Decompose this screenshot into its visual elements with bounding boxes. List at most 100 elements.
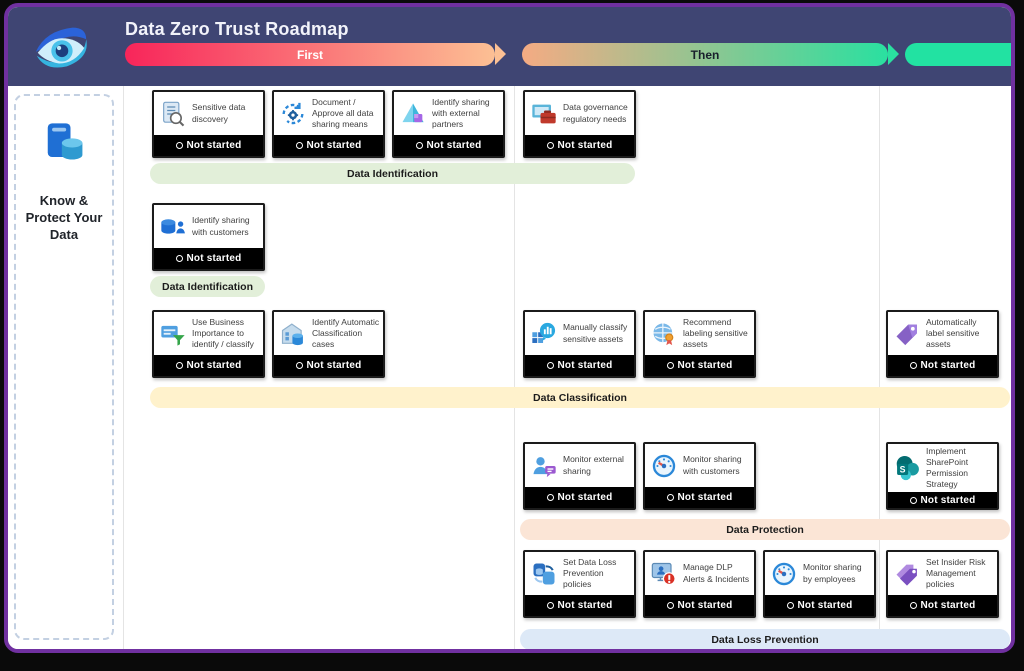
status-bar: Not started <box>274 135 383 156</box>
status-label: Not started <box>557 492 613 503</box>
band-data-classification: Data Classification <box>150 387 1010 408</box>
swimlane-label: Know & Protect Your Data <box>25 193 103 242</box>
purple-tag-icon <box>893 320 921 348</box>
phase-arrow-then: Then <box>522 43 899 66</box>
status-bar: Not started <box>645 595 754 616</box>
swimlane-know-protect-your-data: Know & Protect Your Data <box>14 94 114 640</box>
documents-sync-icon <box>530 560 558 588</box>
task-title: Automatically label sensitive assets <box>926 316 980 350</box>
status-bar: Not started <box>525 355 634 376</box>
status-bar: Not started <box>154 248 263 269</box>
status-label: Not started <box>557 140 613 151</box>
band-label: Data Classification <box>533 391 627 404</box>
status-bar: Not started <box>525 135 634 156</box>
task-title: Manually classify sensitive assets <box>563 322 628 344</box>
card-monitor-sharing-customers[interactable]: Monitor sharing with customers Not start… <box>643 442 756 510</box>
status-label: Not started <box>677 600 733 611</box>
card-document-approve-sharing[interactable]: Document / Approve all data sharing mean… <box>272 90 385 158</box>
column-divider <box>123 86 124 649</box>
not-started-icon <box>546 494 554 501</box>
grid-chart-bubble-icon <box>530 320 558 348</box>
status-bar: Not started <box>645 487 754 508</box>
eye-logo <box>35 27 87 68</box>
task-title: Recommend labeling sensitive assets <box>683 316 748 350</box>
person-chat-icon <box>530 452 558 480</box>
card-sensitive-data-discovery[interactable]: Sensitive data discovery Not started <box>152 90 265 158</box>
task-title: Implement SharePoint Permission Strategy <box>926 446 969 490</box>
card-data-governance-needs[interactable]: Data governance regulatory needs Not sta… <box>523 90 636 158</box>
not-started-icon <box>546 602 554 609</box>
status-label: Not started <box>306 140 362 151</box>
card-manage-dlp-alerts[interactable]: Manage DLP Alerts & Incidents Not starte… <box>643 550 756 618</box>
not-started-icon <box>175 255 183 262</box>
not-started-icon <box>546 362 554 369</box>
band-label: Data Protection <box>726 523 804 536</box>
not-started-icon <box>909 602 917 609</box>
status-bar: Not started <box>645 355 754 376</box>
status-label: Not started <box>920 494 976 506</box>
task-title: Sensitive data discovery <box>192 102 246 124</box>
band-data-loss-prevention: Data Loss Prevention <box>520 629 1010 649</box>
not-started-icon <box>666 362 674 369</box>
card-sharepoint-permission-strategy[interactable]: S Implement SharePoint Permission Strate… <box>886 442 999 510</box>
header: Data Zero Trust Roadmap First Then <box>8 7 1011 86</box>
status-bar: Not started <box>154 355 263 376</box>
task-title: Identify sharing with external partners <box>432 96 490 130</box>
sync-gear-icon <box>279 100 307 128</box>
status-label: Not started <box>677 492 733 503</box>
status-bar: Not started <box>394 135 503 156</box>
not-started-icon <box>786 602 794 609</box>
roadmap-canvas: Know & Protect Your Data Sensitive data … <box>8 86 1011 649</box>
card-monitor-external-sharing[interactable]: Monitor external sharing Not started <box>523 442 636 510</box>
status-label: Not started <box>920 360 976 371</box>
monitor-briefcase-icon <box>530 100 558 128</box>
arrow-tip <box>495 43 506 65</box>
band-data-protection: Data Protection <box>520 519 1010 540</box>
status-bar: Not started <box>765 595 874 616</box>
status-bar: Not started <box>888 355 997 376</box>
status-bar: Not started <box>888 595 997 616</box>
not-started-icon <box>295 362 303 369</box>
gauge-icon <box>650 452 678 480</box>
not-started-icon <box>175 362 183 369</box>
phase-label: First <box>296 47 323 62</box>
pyramid-cube-icon <box>399 100 427 128</box>
card-recommend-labeling[interactable]: Recommend labeling sensitive assets Not … <box>643 310 756 378</box>
sharepoint-icon: S <box>893 454 921 482</box>
card-identify-sharing-customers[interactable]: Identify sharing with customers Not star… <box>152 203 265 271</box>
column-divider <box>514 86 515 649</box>
card-monitor-sharing-employees[interactable]: Monitor sharing by employees Not started <box>763 550 876 618</box>
card-insider-risk-policies[interactable]: Set Insider Risk Management policies Not… <box>886 550 999 618</box>
task-title: Manage DLP Alerts & Incidents <box>683 562 750 584</box>
device-database-icon <box>47 123 83 160</box>
not-started-icon <box>175 142 183 149</box>
task-title: Monitor sharing with customers <box>683 454 742 476</box>
double-tag-icon <box>893 560 921 588</box>
card-business-importance-classify[interactable]: Use Business Importance to identify / cl… <box>152 310 265 378</box>
globe-ribbon-icon <box>650 320 678 348</box>
card-identify-external-partners[interactable]: Identify sharing with external partners … <box>392 90 505 158</box>
card-set-dlp-policies[interactable]: Set Data Loss Prevention policies Not st… <box>523 550 636 618</box>
not-started-icon <box>909 496 917 504</box>
task-title: Identify Automatic Classification cases <box>312 316 380 350</box>
task-title: Set Insider Risk Management policies <box>926 556 986 590</box>
monitor-alert-icon <box>650 560 678 588</box>
phase-label: Then <box>690 47 720 62</box>
arrow-tip <box>888 43 899 65</box>
status-label: Not started <box>426 140 482 151</box>
status-label: Not started <box>306 360 362 371</box>
database-person-icon <box>159 213 187 241</box>
page-title: Data Zero Trust Roadmap <box>125 19 349 39</box>
gauge-icon <box>770 560 798 588</box>
task-title: Identify sharing with customers <box>192 215 250 237</box>
phase-arrow-first: First <box>125 43 506 66</box>
status-bar: Not started <box>525 595 634 616</box>
card-automatically-label-assets[interactable]: Automatically label sensitive assets Not… <box>886 310 999 378</box>
band-label: Data Loss Prevention <box>711 633 819 646</box>
status-label: Not started <box>186 360 242 371</box>
card-manually-classify-assets[interactable]: Manually classify sensitive assets Not s… <box>523 310 636 378</box>
status-label: Not started <box>920 600 976 611</box>
status-bar: Not started <box>274 355 383 376</box>
card-automatic-classification-cases[interactable]: Identify Automatic Classification cases … <box>272 310 385 378</box>
task-title: Monitor sharing by employees <box>803 562 862 584</box>
